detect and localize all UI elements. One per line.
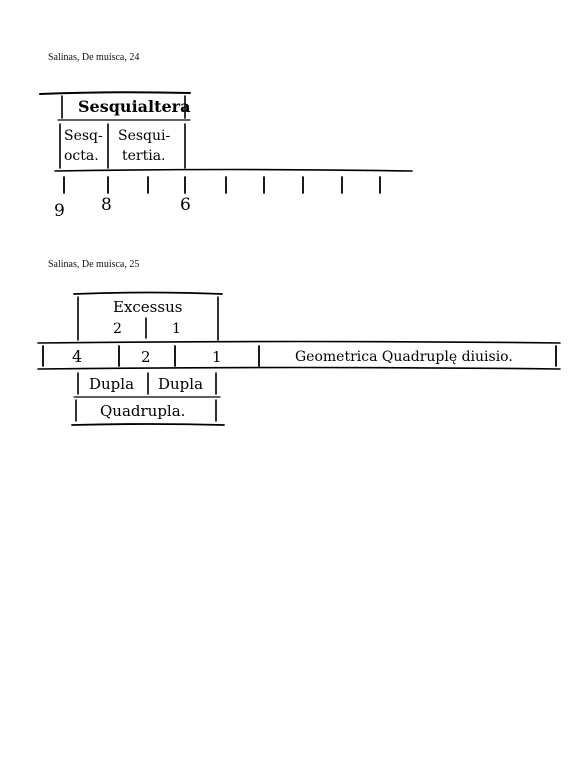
figure-2-excess-label: Excessus [113,298,182,316]
figure-1-baseline [54,168,413,172]
figure-1-sub-label-2-line-1: Sesqui- [118,128,171,144]
figure-2-main-bottom-rule [37,366,561,370]
figure-2-lower-label: Dupla [89,375,134,393]
figure-1-caption: Salinas, De muisca, 24 [48,52,140,63]
figure-2-main-number: 2 [141,348,151,366]
figure-2-excess-number: 1 [172,321,181,337]
figure-1-top-rule [39,91,191,95]
figure-2-main-number: 1 [212,348,222,366]
figure-2-excess-top-rule [73,291,223,295]
figure-2-main-number: 4 [72,347,82,366]
figure-1-sub-label-1-line-2: octa. [64,148,99,164]
figure-1-sub-label-1-line-1: Sesq- [64,128,103,144]
figure-1-number: 9 [54,201,65,221]
figure-1-number: 8 [101,195,112,215]
figure-2-bottom-rule [71,423,225,426]
figure-2-caption: Salinas, De muisca, 25 [48,259,140,270]
figure-2-bottom-label: Quadrupla. [100,402,185,420]
figure-2-lower-label: Dupla [158,375,203,393]
figure-1-sub-label-2-line-2: tertia. [122,148,166,164]
figure-1-number: 6 [180,195,191,215]
figure-2-excess-number: 2 [113,321,122,337]
figure-2-main-label: Geometrica Quadruplę diuisio. [295,349,513,365]
figure-1-top-label: Sesquialtera [78,97,190,116]
figure-1-diagram: Sesquialtera Sesq- octa. Sesqui- tertia.… [39,91,413,221]
figure-2-diagram: Excessus 2 1 4 2 1 Geometrica Quadruplę … [37,291,561,426]
figure-2-main-top-rule [37,340,561,344]
